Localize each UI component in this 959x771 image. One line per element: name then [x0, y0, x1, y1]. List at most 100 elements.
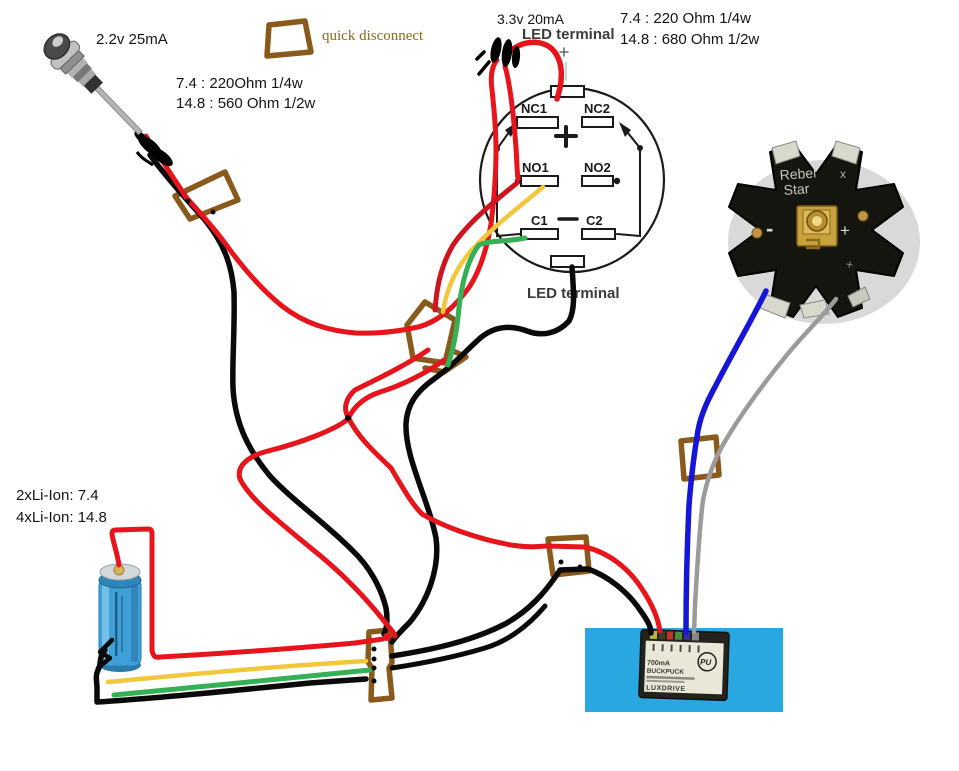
wire-green-c1: [445, 235, 528, 368]
wire-green-harness: [111, 667, 373, 698]
switch-plus-symbol: [554, 125, 578, 148]
wire-red-battery-positive: [109, 526, 386, 660]
terminal-c2: [581, 228, 616, 240]
solder-pad-se: [847, 286, 871, 308]
blob-tail: [475, 50, 491, 76]
wire-yellow-harness: [105, 658, 369, 685]
wires: [93, 39, 839, 705]
indicator-led-ring3: [71, 62, 92, 83]
blob-tail: [135, 151, 154, 167]
terminal-nc2: [581, 116, 614, 128]
led-die-emitter: [812, 216, 822, 226]
switch-terminal-pads: [516, 85, 616, 268]
gold-via-right: [857, 210, 869, 222]
driver-pad-4: [674, 631, 683, 640]
junction-dot-harness-1: [371, 646, 377, 652]
rebel-star-text-line1: Rebel: [779, 164, 817, 183]
wire-black-switch-led-terminal: [389, 264, 577, 645]
contact-dot-right: [637, 145, 643, 151]
terminal-no1: [520, 175, 559, 187]
rebel-star-text-line2: Star: [783, 180, 810, 198]
solder-pad-nw: [771, 140, 801, 165]
quick-disconnect-led-output: [678, 434, 722, 482]
terminal-led-bottom: [550, 255, 585, 268]
solder-pad-ne: [831, 140, 861, 165]
battery-2x-label: 2xLi-Ion: 7.4: [16, 487, 99, 504]
blob-segment: [490, 37, 502, 63]
wire-black-battery-negative: [93, 647, 369, 705]
driver-pin-ticks: [652, 643, 700, 653]
driver-fineprint-bar1: [646, 675, 695, 680]
junction-dot-red-harness: [383, 633, 391, 641]
wire-black-to-driver: [389, 566, 654, 659]
nc1-label: NC1: [521, 101, 547, 116]
battery-print-line1: [115, 592, 118, 656]
wire-blue-led-negative: [683, 288, 769, 635]
indicator-led-component: [43, 33, 143, 136]
junction-dot-driver-disc-1: [558, 559, 564, 565]
led-terminal-top-label: LED terminal: [522, 26, 615, 43]
junction-dot-center-cross: [345, 415, 351, 421]
wire-gray-led-positive: [691, 296, 839, 635]
switch-resistor-7v-label: 7.4 : 220 Ohm 1/4w: [620, 10, 751, 27]
wire-black-battery-hook: [95, 637, 115, 671]
switch-terminal-labels: NC1 NC2 NO1 NO2 C1 C2: [521, 101, 611, 228]
wire-red-indicator-led: [143, 57, 500, 336]
blob-segment: [501, 39, 513, 67]
led-driver-module: 700mA BUCKPUCK LUXDRIVE PU: [585, 628, 783, 712]
blob-segment: [511, 46, 521, 68]
rebel-star-led: Rebel Star x - + +: [728, 140, 920, 324]
wire-red-loop-to-harness: [236, 357, 447, 639]
nc2-label: NC2: [584, 101, 610, 116]
driver-pcb: 700mA BUCKPUCK LUXDRIVE PU: [638, 628, 730, 702]
switch-body-circle: [478, 86, 666, 274]
c1-label: C1: [531, 213, 548, 228]
driver-model-text: BUCKPUCK: [647, 668, 685, 676]
junction-dot-harness-3: [371, 665, 377, 671]
quick-disconnect-legend-symbol: [264, 18, 314, 59]
terminal-no2: [581, 175, 614, 187]
no2-label: NO2: [584, 160, 611, 175]
indicator-resistor-14v-label: 14.8 : 560 Ohm 1/2w: [176, 95, 316, 112]
driver-brand-text: LUXDRIVE: [646, 685, 686, 693]
indicator-led-rating-label: 2.2v 25mA: [96, 31, 168, 48]
terminal-led-top: [550, 85, 585, 98]
rebel-star-mark-bottom: +: [844, 256, 855, 272]
quick-disconnect-center: [404, 299, 458, 366]
driver-current-text: 700mA: [647, 660, 670, 668]
no1-label: NO1: [522, 160, 549, 175]
quick-disconnect-legend-label: quick disconnect: [322, 28, 424, 44]
switch-right-arrowhead: [619, 122, 631, 137]
indicator-led-ring4: [77, 68, 97, 87]
rebel-star-mark-top: x: [840, 167, 846, 181]
driver-logo-text: PU: [700, 658, 712, 667]
wire-red-blob-to-no1: [502, 63, 521, 182]
switch-led-plus-mark: [559, 47, 569, 57]
resistor-blobs: [134, 37, 521, 167]
battery-4x-label: 4xLi-Ion: 14.8: [16, 509, 107, 526]
switch-led-rating-label: 3.3v 20mA: [497, 11, 564, 27]
wire-red-switch-led-plus: [503, 39, 565, 102]
led-die-trace: [806, 238, 821, 250]
switch-resistor-blob: [475, 37, 521, 76]
junction-dot-driver-disc-2: [577, 564, 583, 570]
wire-black-harness-strand: [389, 603, 548, 671]
switch-right-link: [616, 147, 641, 238]
quick-disconnect-indicator: [172, 169, 241, 222]
indicator-led-ring2: [66, 56, 88, 78]
wire-yellow-switch: [440, 184, 546, 315]
junction-dot-disconnect-a2: [210, 209, 216, 215]
indicator-led-highlight: [52, 36, 64, 47]
pushbutton-switch-diagram: NC1 NC2 NO1 NO2 C1 C2: [478, 47, 666, 274]
battery-shade: [131, 584, 138, 662]
junction-dot-disconnect-a1: [185, 198, 191, 204]
quick-disconnects: [172, 18, 722, 703]
c2-label: C2: [586, 213, 603, 228]
indicator-resistor-7v-label: 7.4 : 220Ohm 1/4w: [176, 75, 303, 92]
junction-dots: [185, 198, 583, 684]
driver-pad-6: [691, 632, 700, 641]
junction-dot-harness-4: [371, 678, 377, 684]
rebel-star-minus-mark: -: [766, 216, 773, 241]
